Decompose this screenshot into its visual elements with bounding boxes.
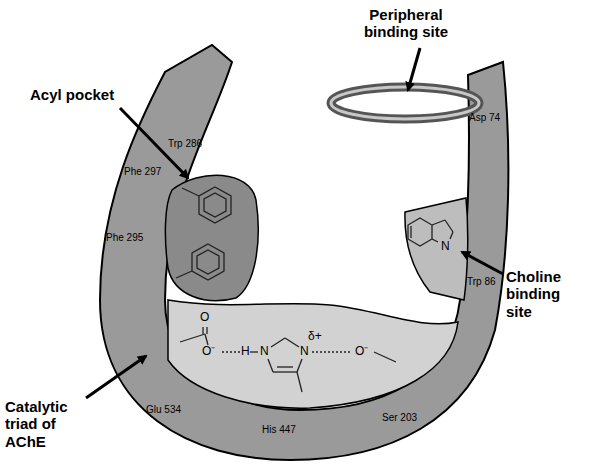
callout-title: Peripheral binding site xyxy=(350,6,462,41)
residue-label: Asp 74 xyxy=(469,112,500,124)
gorge-wall xyxy=(100,45,508,460)
residue-label: Phe 297 xyxy=(124,166,161,178)
residue-label: Ser 203 xyxy=(382,412,417,424)
callout-title: Catalytic triad of AChE xyxy=(5,398,87,450)
atom-label: N xyxy=(441,240,450,254)
atom-label: N xyxy=(300,345,309,359)
choline-pocket xyxy=(405,198,468,300)
residue-label: Glu 534 xyxy=(146,404,181,416)
residue-label: Trp 286 xyxy=(168,138,202,150)
callout-title: Choline binding site xyxy=(506,268,586,320)
atom-label: O⁻ xyxy=(202,345,215,359)
peripheral-ring xyxy=(331,87,479,119)
atom-label: O⁻ xyxy=(355,345,368,359)
acyl-pocket xyxy=(165,175,258,300)
atom-label: O xyxy=(200,311,209,325)
peripheral-ring-inner xyxy=(331,87,479,119)
charge-label: δ+ xyxy=(308,330,322,344)
callout-title: Acyl pocket xyxy=(30,86,140,103)
catalytic-region xyxy=(168,300,458,408)
atom-label: H xyxy=(241,345,250,359)
residue-label: Trp 86 xyxy=(467,276,496,288)
triad-bonds xyxy=(180,327,396,392)
residue-label: His 447 xyxy=(262,424,296,436)
phenyl-rings xyxy=(176,187,231,280)
callout-arrows xyxy=(86,48,503,398)
residue-label: Phe 295 xyxy=(106,232,143,244)
atom-label: N xyxy=(260,345,269,359)
